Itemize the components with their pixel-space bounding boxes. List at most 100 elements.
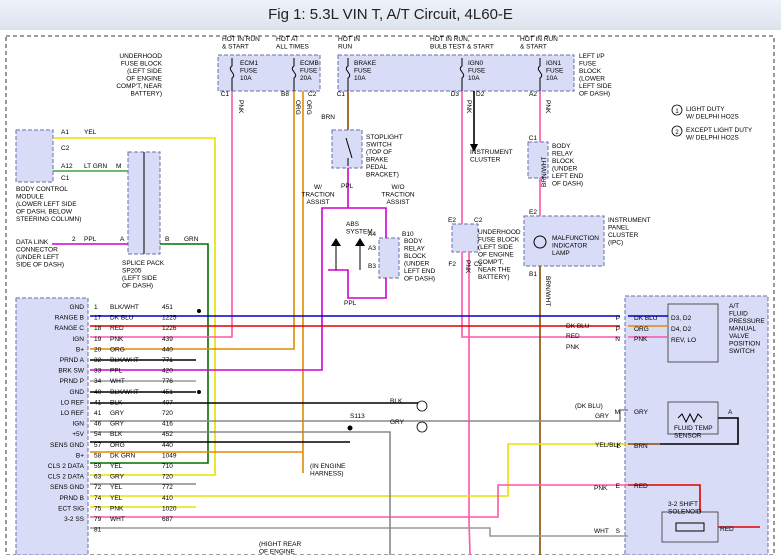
at-switch-label-line-5: POSITION [729,341,760,348]
underhood-fuse-block-label-line-2: (LEFT SIDE [127,68,163,75]
wire-label-pnk-right: PNK [566,344,580,351]
dlc-label-line-3: SIDE OF DASH) [16,262,64,269]
underhood-fb2-label-line-5: NEAR THE [478,267,511,274]
fuse-ecm1-label-line-2: 10A [240,75,252,82]
title-bar: Fig 1: 5.3L VIN T, A/T Circuit, 4L60-E [0,0,781,31]
dlc-label-line-1: CONNECTOR [16,247,58,254]
pin-a3-relay: A3 [368,245,376,252]
legend-1-num: 1 [675,109,679,115]
body-relay-box-2 [527,141,549,179]
pin-e2-ufb2: E2 [448,217,456,224]
figure-title: Fig 1: 5.3L VIN T, A/T Circuit, 4L60-E [268,6,513,23]
pcm-row-7-color: WHT [110,378,125,385]
pcm-row-10-color: GRY [110,410,125,417]
traction-wo-label-line-2: ASSIST [386,199,409,206]
top-label-run-start-1-line-1: & START [222,44,249,51]
wire-label-brn: BRN [321,114,335,121]
s113-circle-2 [416,421,428,433]
ipc-label-line-1: PANEL [608,225,629,232]
pcm-row-1-pin: 17 [94,315,102,322]
fuse-ign0-icon [459,58,465,91]
body-relay-label-line-2: BLOCK [404,253,427,260]
traction-w-label-line-2: ASSIST [306,199,329,206]
pcm-trailing-pin: 81 [94,527,102,534]
body-relay-2-label-line-0: BODY [552,143,571,150]
bcm-label-line-3: OF DASH, BELOW [16,209,73,216]
pin-f2-ufb2: F2 [448,261,456,268]
pcm-row-7-name: PRND P [59,378,84,385]
left-ip-fuse-block-label-line-4: LEFT SIDE [579,83,612,90]
bcm-label-line-1: MODULE [16,194,44,201]
top-label-run-line-0: HOT IN [338,36,360,43]
cluster-arrow [470,144,478,152]
pin-b10-relay: B10 [402,231,414,238]
pcm-row-8-circuit: 451 [162,389,173,396]
top-label-all-times-line-0: HOT AT [276,36,299,43]
wire-stop-ppl-2 [348,207,387,238]
wire-label-gry-s113: GRY [390,419,405,426]
top-label-run-bulb-line-0: HOT IN RUN, [430,36,470,43]
ipc-label-line-3: (IPC) [608,240,623,247]
wire-label-org-2: ORG [305,100,312,115]
pin-a1-bcm: A1 [61,129,69,136]
ipc-label-line-0: INSTRUMENT [608,217,651,224]
pin-m-switch: M [615,409,620,416]
pin-e-switch: E [616,483,621,490]
pin-p2-switch: P [616,326,620,333]
pcm-row-17-circuit: 772 [162,484,173,491]
wire-label-dkblu-switch: DK BLU [634,315,658,322]
fuse-ecmb-label-line-1: FUSE [300,68,318,75]
pcm-row-9-name: LO REF [61,399,85,406]
fuse-ign0-label-line-0: IGN0 [468,60,484,67]
pin-m-splice: M [116,163,121,170]
switch-row-2: REV, LO [671,337,696,344]
top-label-run-start-1-line-0: HOT IN RUN [222,36,260,43]
shift-solenoid-label-line-1: SOLENOID [668,509,702,516]
wire-label-ppl-dlc: PPL [84,236,97,243]
traction-w-label-line-0: W/ [314,184,322,191]
body-relay-2-label-line-1: RELAY [552,151,573,158]
abs-arrow-1 [331,238,341,246]
pcm-row-0-color: BLK/WHT [110,304,139,311]
pcm-row-4-pin: 20 [94,346,102,353]
body-relay-2-label-line-4: LEFT END [552,173,584,180]
instrument-cluster-label-line-0: INSTRUMENT [470,149,513,156]
pcm-row-11-circuit: 416 [162,421,173,428]
pcm-row-14-color: DK GRN [110,452,136,459]
pcm-row-8-color: BLK/WHT [110,389,139,396]
switch-row-1: D4, D2 [671,326,692,333]
wire-label-dkblu-paren: (DK BLU) [575,403,603,410]
splice-dot-2 [197,390,201,394]
wire-label-pnk-ign1: PNK [544,100,551,114]
switch-row-0: D3, D2 [671,315,692,322]
wire-label-pnk-ign0: PNK [465,100,472,114]
wire-yel-a1 [53,137,216,476]
pcm-row-3-pin: 19 [94,336,102,343]
wire-ufb2-pnk [468,252,471,555]
pin-a-switch: A [728,409,733,416]
wire-label-pnk-switch: PNK [634,336,648,343]
body-relay-2-label-line-3: (UNDER [552,166,578,173]
top-label-run-bulb-line-1: BULB TEST & START [430,44,494,51]
fuse-ecmb-icon [291,58,297,91]
wire-gry-s113 [350,431,391,555]
wire-label-brnwht-ipc: BRN/WHT [544,276,551,306]
stoplight-label-line-2: (TOP OF [366,149,392,156]
left-ip-fuse-block-label-line-0: LEFT I/P [579,53,605,60]
legend-1-text-line-1: W/ DELPHI HO2S [686,114,739,121]
legend-circle-1 [671,104,683,116]
wire-stop-ppl [90,168,349,371]
pcm-row-17-name: SENS GND [50,484,84,491]
pcm-row-11-color: GRY [110,421,125,428]
top-label-run-start-2-line-1: & START [520,44,547,51]
stoplight-label-line-5: BRACKET) [366,172,399,179]
pcm-row-18-name: PRND B [59,495,84,502]
mil-label-line-2: LAMP [552,250,570,257]
pcm-row-14-circuit: 1049 [162,452,177,459]
pcm-row-10-pin: 41 [94,410,102,417]
pcm-row-15-pin: 59 [94,463,102,470]
wire-label-dkblu-right: DK BLU [566,323,590,330]
legend-2-text-line-0: EXCEPT LIGHT DUTY [686,127,753,134]
wire-sw-red [628,484,701,512]
wire-abs-ppl [328,269,387,299]
